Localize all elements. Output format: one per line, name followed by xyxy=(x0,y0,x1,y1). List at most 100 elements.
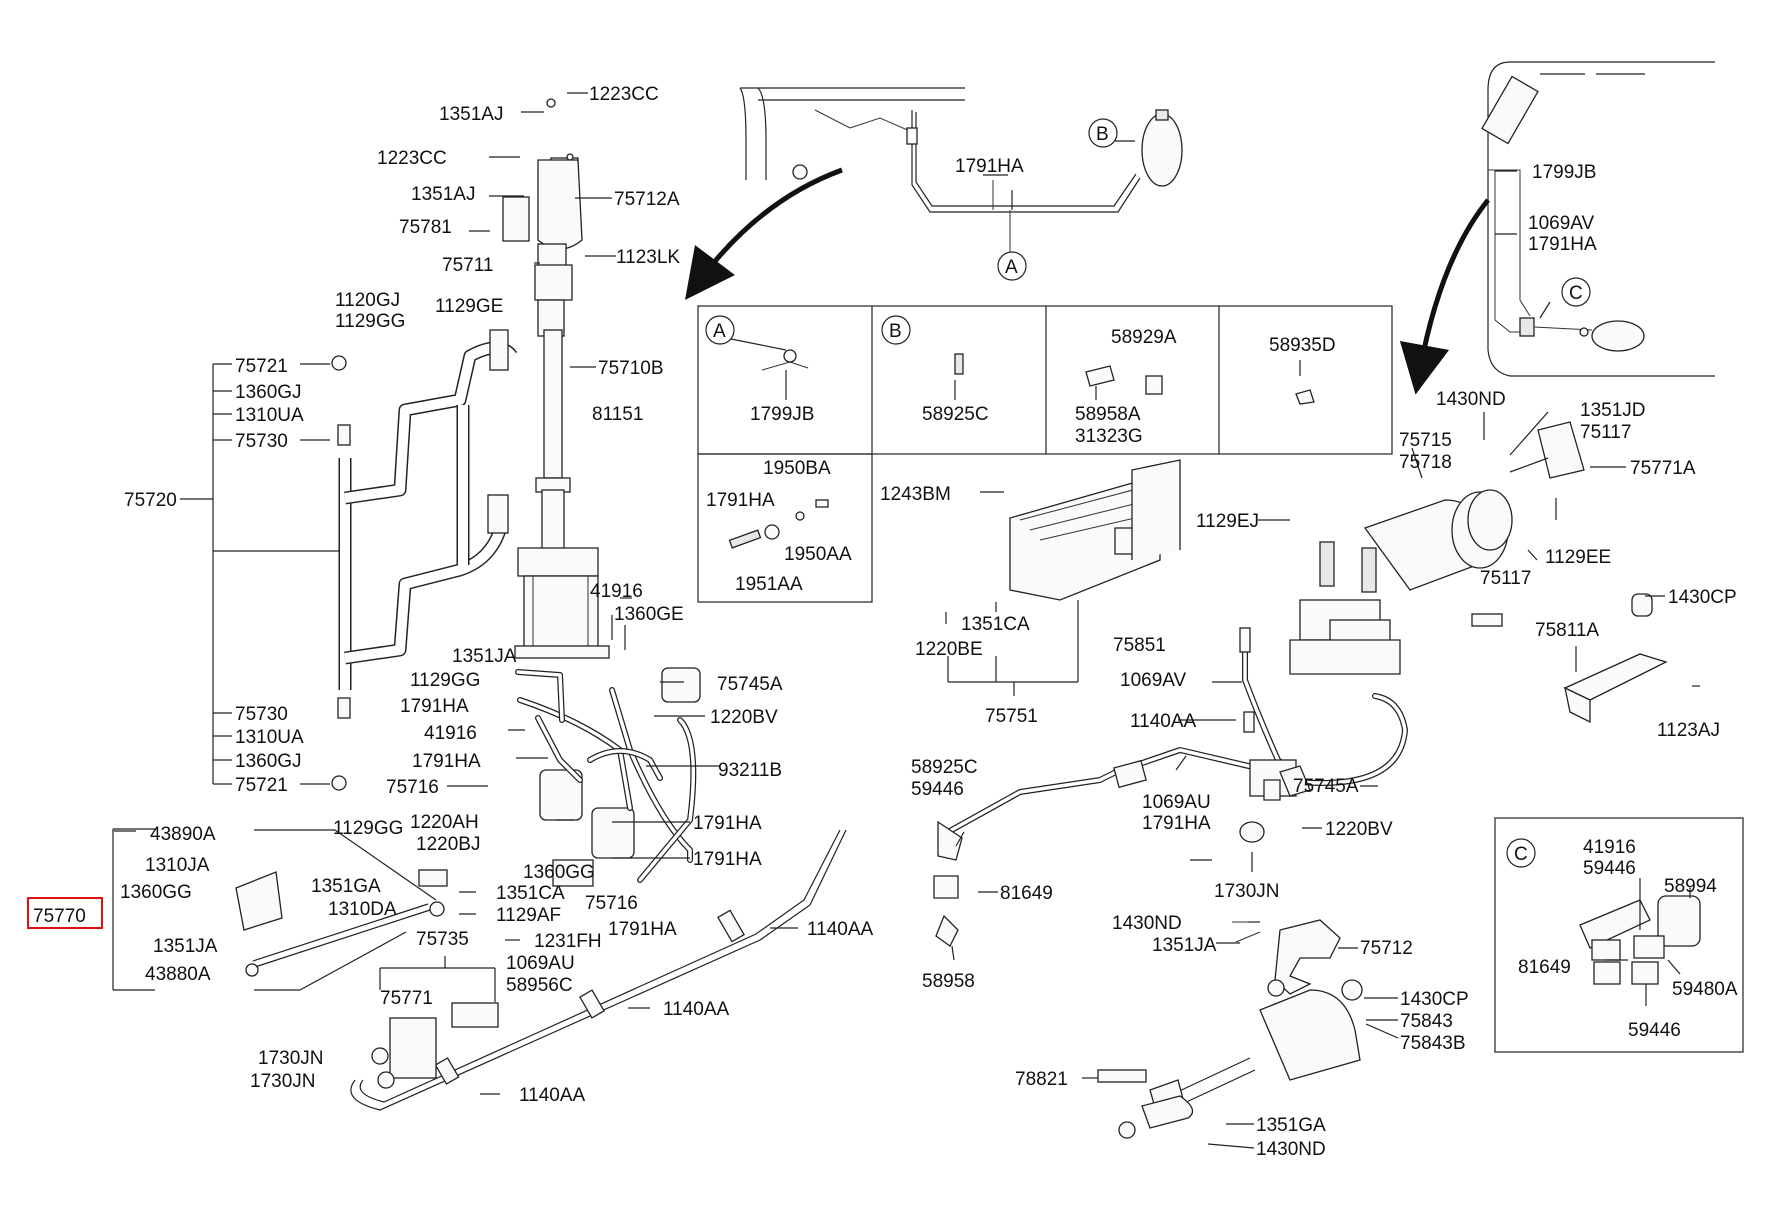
label-1351JD: 1351JD xyxy=(1580,400,1646,421)
label-41916: 41916 xyxy=(1583,837,1636,858)
pipework-right xyxy=(945,627,1408,835)
label-1791HA: 1791HA xyxy=(1142,813,1211,834)
label-75843B: 75843B xyxy=(1400,1033,1466,1054)
label-1730JN: 1730JN xyxy=(1214,881,1280,902)
label-1140AA: 1140AA xyxy=(807,919,874,940)
label-1791HA: 1791HA xyxy=(955,156,1024,177)
label-75730: 75730 xyxy=(235,431,288,452)
label-1360GE: 1360GE xyxy=(614,604,684,625)
label-75718: 75718 xyxy=(1399,452,1452,473)
callout-c: C xyxy=(1569,283,1583,304)
label-1129GG: 1129GG xyxy=(333,818,403,839)
label-1430ND: 1430ND xyxy=(1112,913,1182,934)
label-1730JN: 1730JN xyxy=(250,1071,316,1092)
label-59446: 59446 xyxy=(1583,858,1636,879)
label-1220BV: 1220BV xyxy=(710,707,778,728)
callout-circles xyxy=(705,118,1591,868)
box-callout-a: A xyxy=(713,321,726,342)
label-1730JN: 1730JN xyxy=(258,1048,324,1069)
label-75771: 75771 xyxy=(380,988,433,1009)
callout-a: A xyxy=(1005,257,1018,278)
label-58925C: 58925C xyxy=(911,757,978,778)
curved-arrow-c xyxy=(1399,198,1490,395)
label-1360GG: 1360GG xyxy=(523,862,595,883)
label-58958A: 58958A xyxy=(1075,404,1141,425)
label-1243BM: 1243BM xyxy=(880,484,951,505)
label-1129AF: 1129AF xyxy=(496,905,561,926)
label-59446: 59446 xyxy=(1628,1020,1681,1041)
label-75720: 75720 xyxy=(124,490,177,511)
label-1069AV: 1069AV xyxy=(1528,213,1595,234)
label-41916: 41916 xyxy=(424,723,477,744)
label-1129GE: 1129GE xyxy=(435,296,503,317)
shift-column-assembly xyxy=(502,98,610,659)
label-1220BJ: 1220BJ xyxy=(416,834,480,855)
label-1430ND: 1430ND xyxy=(1256,1139,1326,1160)
label-43880A: 43880A xyxy=(145,964,211,985)
label-1351GA: 1351GA xyxy=(311,876,381,897)
label-75711: 75711 xyxy=(442,255,493,276)
label-1950AA: 1950AA xyxy=(784,544,852,565)
label-1310JA: 1310JA xyxy=(145,855,210,876)
label-75851: 75851 xyxy=(1113,635,1166,656)
label-1123LK: 1123LK xyxy=(616,247,680,268)
label-1310UA: 1310UA xyxy=(235,727,304,748)
label-59480A: 59480A xyxy=(1672,979,1738,1000)
label-58994: 58994 xyxy=(1664,876,1717,897)
master-cylinder xyxy=(1289,421,1585,675)
label-1223CC: 1223CC xyxy=(589,84,659,105)
label-41916: 41916 xyxy=(590,581,643,602)
callout-b: B xyxy=(1096,124,1109,145)
label-1351JA: 1351JA xyxy=(452,646,517,667)
bracket-75811A xyxy=(1563,593,1668,724)
highlight-box-75770 xyxy=(27,897,103,929)
curved-arrow-a xyxy=(684,167,843,300)
label-1129GG: 1129GG xyxy=(410,670,480,691)
label-75712A: 75712A xyxy=(614,189,680,210)
windshield-detail-a xyxy=(739,87,1183,255)
label-58958: 58958 xyxy=(922,971,975,992)
label-1799JB: 1799JB xyxy=(750,404,814,425)
label-1351JA: 1351JA xyxy=(153,936,218,957)
label-1360GJ: 1360GJ xyxy=(235,751,302,772)
leader-lines xyxy=(112,92,1700,1149)
label-93211B: 93211B xyxy=(718,760,782,781)
label-1310UA: 1310UA xyxy=(235,405,304,426)
label-75751: 75751 xyxy=(985,706,1038,727)
label-1791HA: 1791HA xyxy=(400,696,469,717)
label-1129EE: 1129EE xyxy=(1545,547,1611,568)
label-81649: 81649 xyxy=(1000,883,1053,904)
label-1123AJ: 1123AJ xyxy=(1657,720,1720,741)
label-75716: 75716 xyxy=(585,893,638,914)
label-1950BA: 1950BA xyxy=(763,458,831,479)
label-1351JA: 1351JA xyxy=(1152,935,1217,956)
box-callout-b: B xyxy=(889,321,902,342)
label-1220BE: 1220BE xyxy=(915,639,983,660)
detail-box-grid xyxy=(697,305,1393,603)
label-75710B: 75710B xyxy=(598,358,664,379)
label-1791HA: 1791HA xyxy=(1528,234,1597,255)
fittings-58925C xyxy=(933,779,1281,947)
label-1120GJ: 1120GJ xyxy=(335,290,400,311)
label-78821: 78821 xyxy=(1015,1069,1068,1090)
shift-cable xyxy=(350,829,847,1111)
shift-rod-75720 xyxy=(331,329,518,791)
label-1791HA: 1791HA xyxy=(693,849,762,870)
label-1129EJ: 1129EJ xyxy=(1196,511,1259,532)
label-75730: 75730 xyxy=(235,704,288,725)
label-1799JB: 1799JB xyxy=(1532,162,1596,183)
label-58956C: 58956C xyxy=(506,975,573,996)
valve-cluster xyxy=(515,667,701,887)
slave-cylinder xyxy=(1097,821,1363,1139)
label-75117: 75117 xyxy=(1480,568,1531,589)
label-75715: 75715 xyxy=(1399,430,1452,451)
label-1791HA: 1791HA xyxy=(693,813,762,834)
label-1351AJ: 1351AJ xyxy=(439,104,503,125)
label-75771A: 75771A xyxy=(1630,458,1696,479)
label-75712: 75712 xyxy=(1360,938,1413,959)
shift-rod-75770 xyxy=(235,869,499,1089)
label-1791HA: 1791HA xyxy=(412,751,481,772)
label-75745A: 75745A xyxy=(1293,776,1359,797)
label-58935D: 58935D xyxy=(1269,335,1336,356)
